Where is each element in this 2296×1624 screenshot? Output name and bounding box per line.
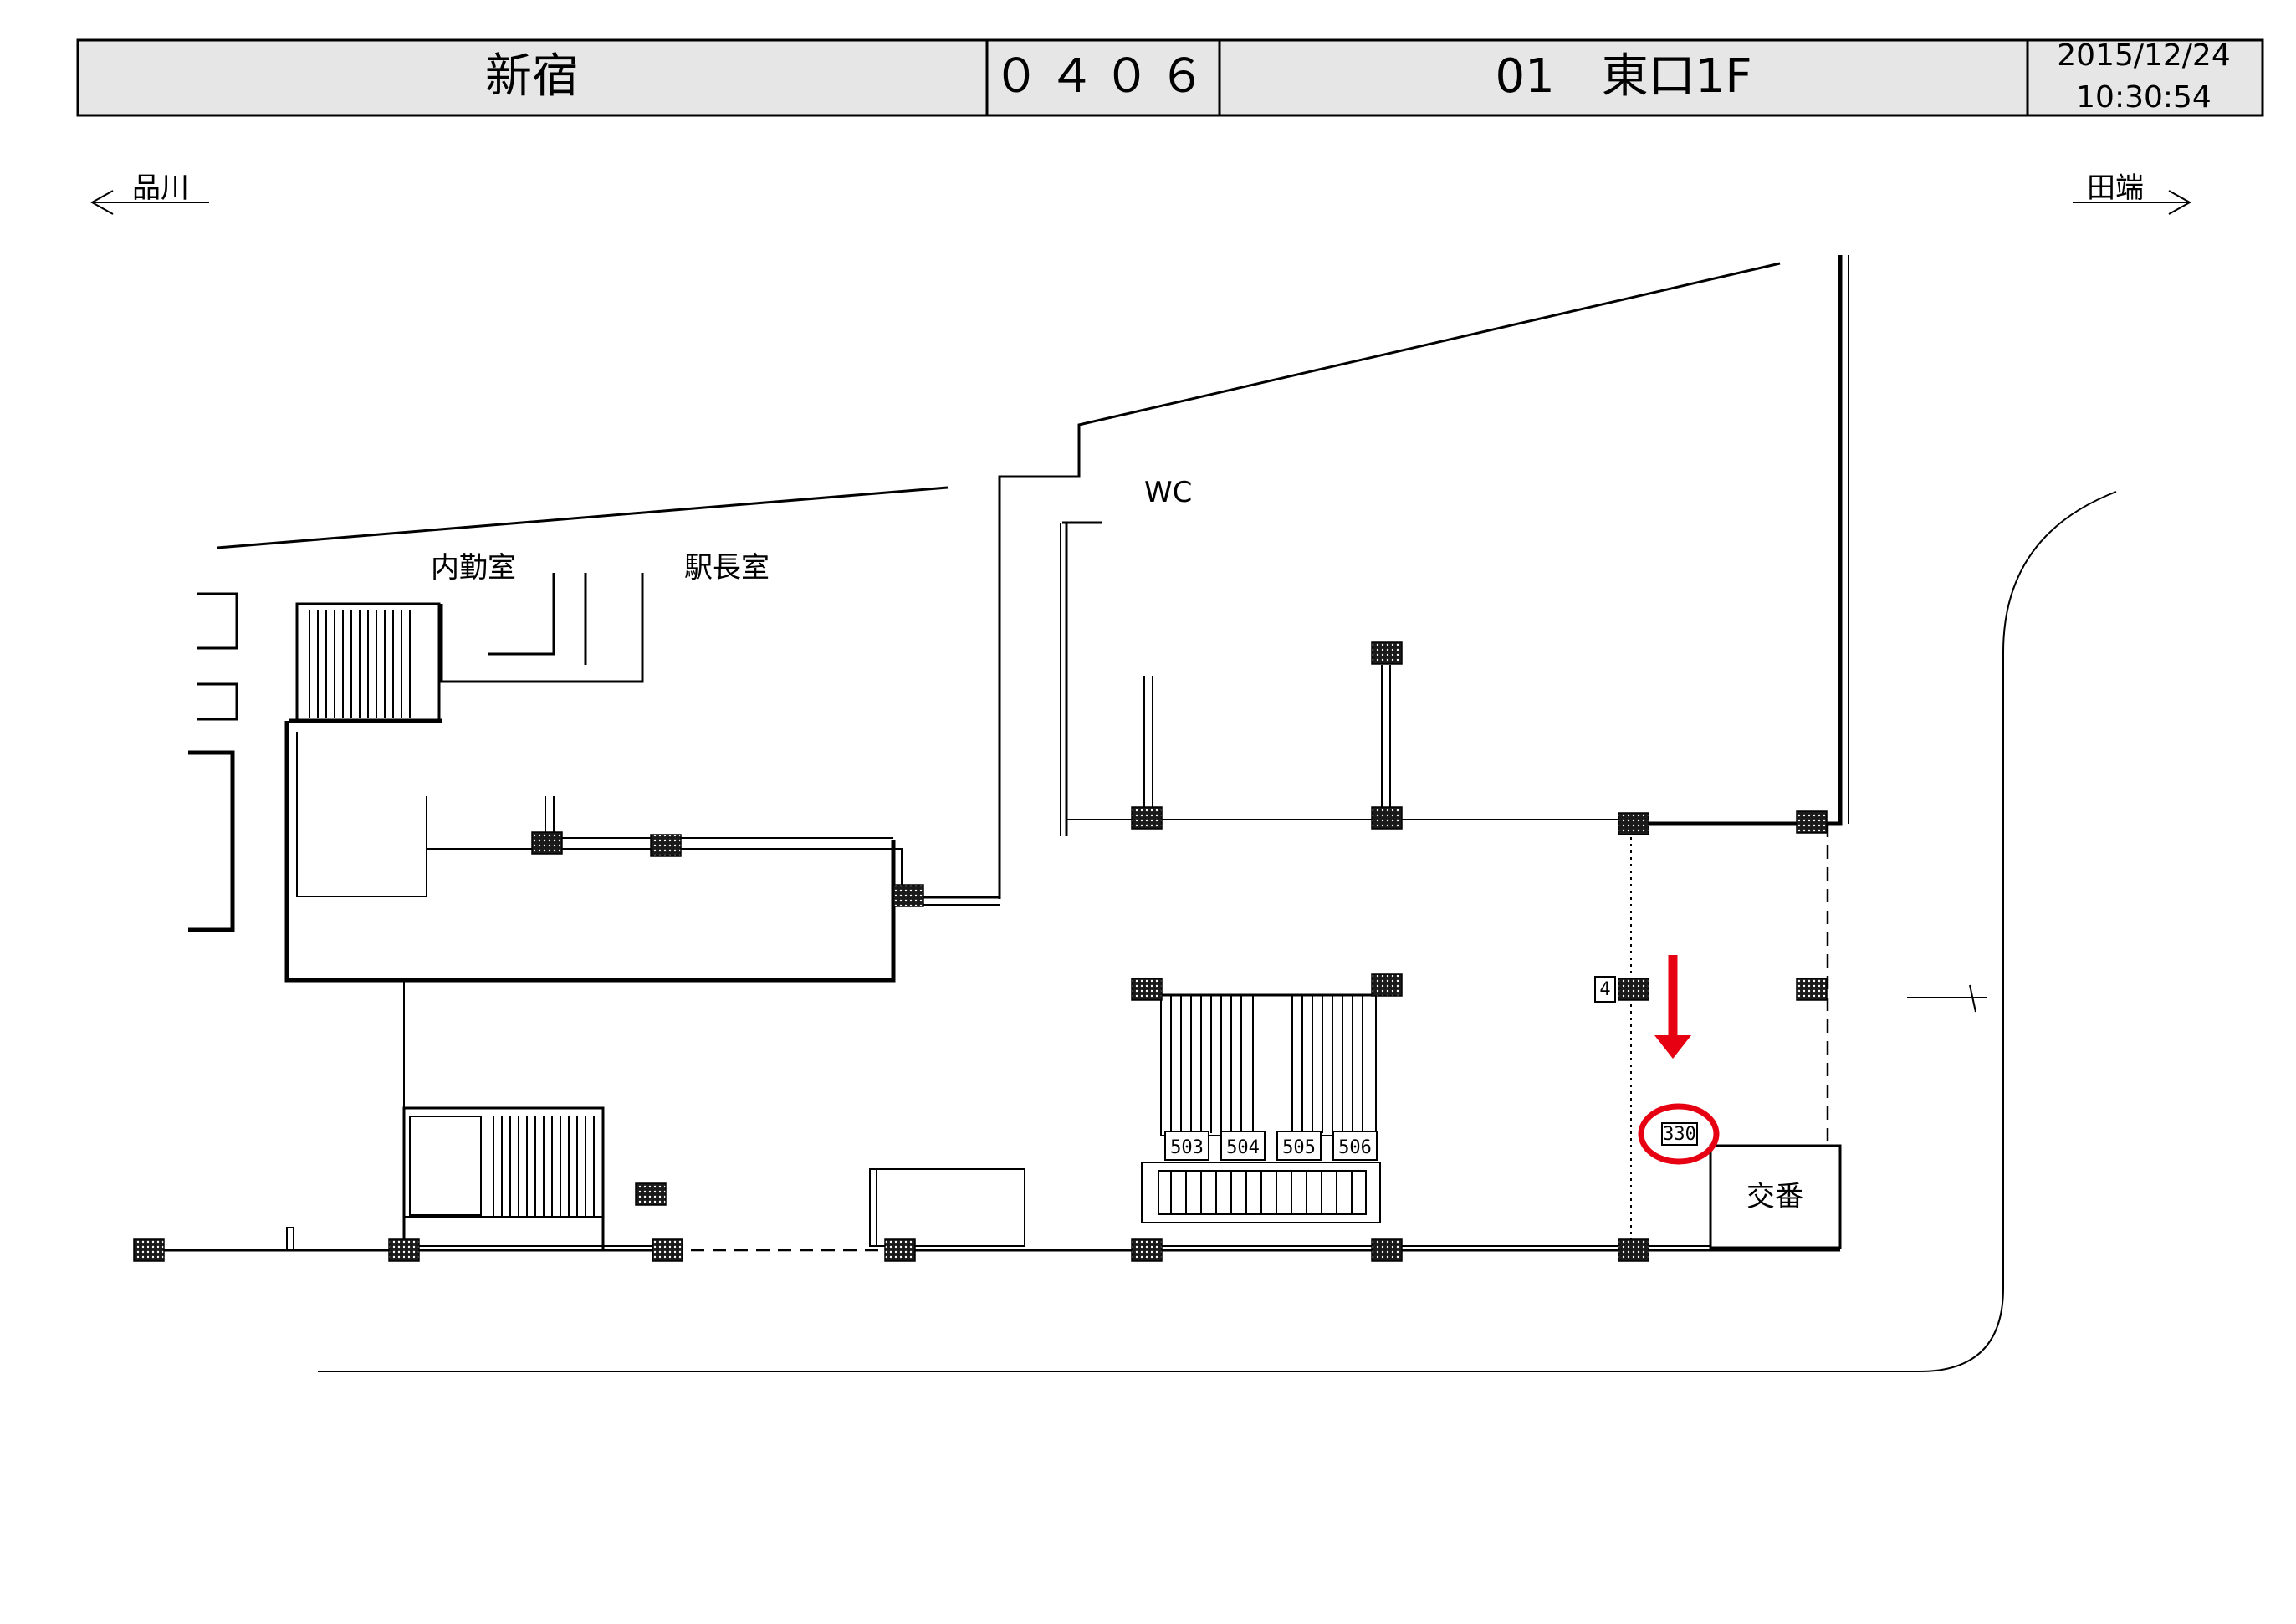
right-arrow-icon	[2168, 190, 2192, 215]
print-date: 2015/12/24	[2057, 38, 2231, 73]
pillars	[133, 641, 1828, 1262]
station-master-room-label: 駅長室	[684, 551, 770, 585]
gate-504	[1220, 1131, 1266, 1161]
pillar	[652, 1238, 683, 1262]
down-arrow-head-icon	[1654, 1035, 1691, 1059]
left-arrow-icon	[89, 190, 114, 215]
direction-right: 田端	[2073, 171, 2192, 215]
pillar	[1796, 810, 1828, 834]
police-box-label: 交番	[1746, 1180, 1803, 1213]
pillar	[635, 1182, 667, 1206]
gate-number: 504	[1226, 1137, 1260, 1158]
area-label: 01 東口1F	[1495, 49, 1751, 104]
gate-number: 505	[1282, 1137, 1316, 1158]
staff-area: 内勤室 駅長室	[188, 551, 1000, 983]
gate-number: 503	[1170, 1137, 1204, 1158]
pillar	[1131, 806, 1163, 830]
pillar	[133, 1238, 165, 1262]
pillar	[892, 884, 924, 907]
station-name: 新宿	[485, 49, 579, 104]
building-outline	[217, 255, 2117, 1372]
pillar	[1371, 1238, 1403, 1262]
pillar	[1618, 812, 1649, 835]
pillar	[1371, 641, 1403, 665]
pillar	[884, 1238, 916, 1262]
pillar	[1371, 806, 1403, 830]
pillar	[1371, 973, 1403, 997]
station-code: ０４０６	[993, 49, 1214, 104]
staircase-gates	[1141, 1162, 1381, 1223]
header-bar: 新宿 ０４０６ 01 東口1F 2015/12/24 10:30:54	[76, 38, 2264, 117]
gate-number: 506	[1338, 1137, 1372, 1158]
gate-505	[1276, 1131, 1322, 1161]
gate-503	[1164, 1131, 1209, 1161]
pillar	[1618, 978, 1649, 1001]
kiosk	[869, 1168, 1025, 1247]
pillar	[1131, 1238, 1163, 1262]
pillar	[1618, 1238, 1649, 1262]
pillar-tag: 4	[1594, 976, 1616, 1003]
print-time: 10:30:54	[2076, 80, 2212, 115]
toilet-label: WC	[1144, 476, 1192, 509]
lower-left-area	[286, 980, 1025, 1252]
target-number: 330	[1663, 1124, 1696, 1145]
staircase-lower-left	[402, 1106, 605, 1252]
direction-right-label: 田端	[2087, 171, 2144, 205]
pillar	[388, 1238, 420, 1262]
street-edge	[318, 491, 2117, 1372]
pillar	[650, 834, 682, 857]
staff-room-label: 内勤室	[431, 551, 516, 585]
pillar	[1131, 978, 1163, 1001]
pillar	[1796, 978, 1828, 1001]
target-circle	[1638, 1103, 1720, 1165]
pillar-tag-number: 4	[1599, 979, 1610, 1000]
gate-506	[1332, 1131, 1378, 1161]
target-marker: 330	[1638, 955, 1720, 1165]
direction-left: 品川	[89, 171, 209, 215]
police-box: 交番	[1709, 1144, 1842, 1249]
pillar	[531, 831, 563, 855]
ticket-gates: 503 504 505 506	[1141, 993, 1382, 1223]
direction-left-label: 品川	[132, 171, 189, 205]
